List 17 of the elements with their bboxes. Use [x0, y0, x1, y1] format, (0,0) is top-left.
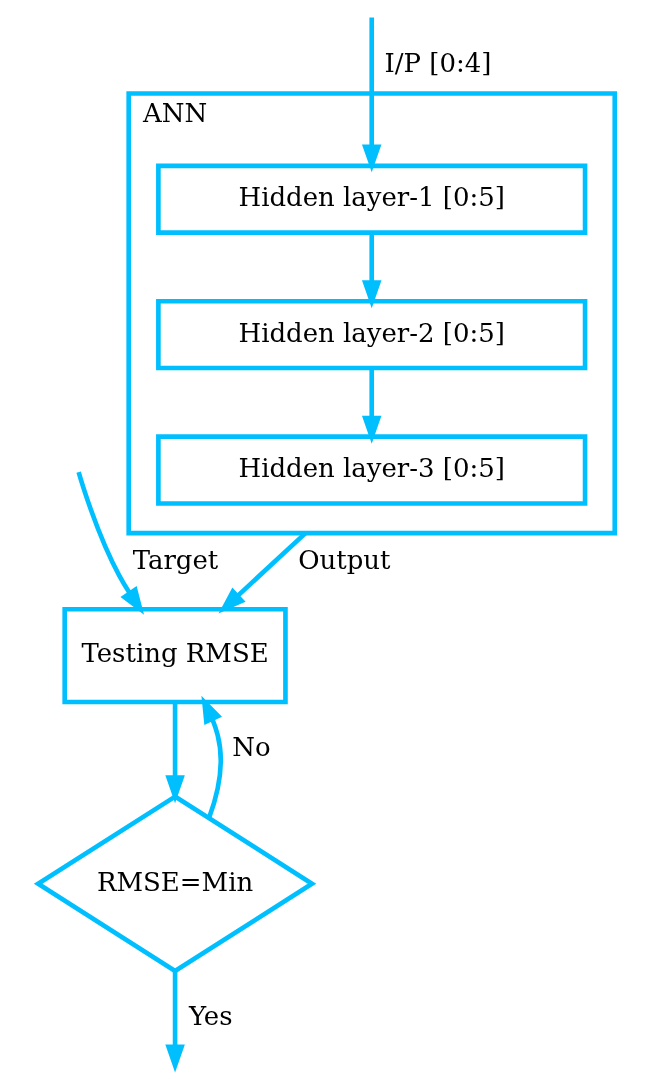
- arrow: [164, 702, 185, 804]
- arrow: [361, 368, 381, 444]
- edge-label: No: [231, 732, 271, 763]
- node-box: Hidden layer-2 [0:5]: [155, 298, 587, 371]
- edge-label: Yes: [188, 1001, 233, 1032]
- arrow: [164, 971, 185, 1073]
- arrow: [361, 17, 381, 173]
- edge-label: Target: [132, 544, 218, 575]
- edge-label: I/P [0:4]: [384, 47, 491, 78]
- node-box: Testing RMSE: [61, 606, 288, 705]
- node-diamond: RMSE=Min: [33, 793, 316, 974]
- arrow: [361, 232, 381, 309]
- node-box: Hidden layer-1 [0:5]: [155, 163, 587, 235]
- arrow: [200, 695, 223, 819]
- node-box: Hidden layer-3 [0:5]: [155, 434, 587, 506]
- arrow: [75, 471, 144, 615]
- edge-label: Output: [297, 544, 390, 575]
